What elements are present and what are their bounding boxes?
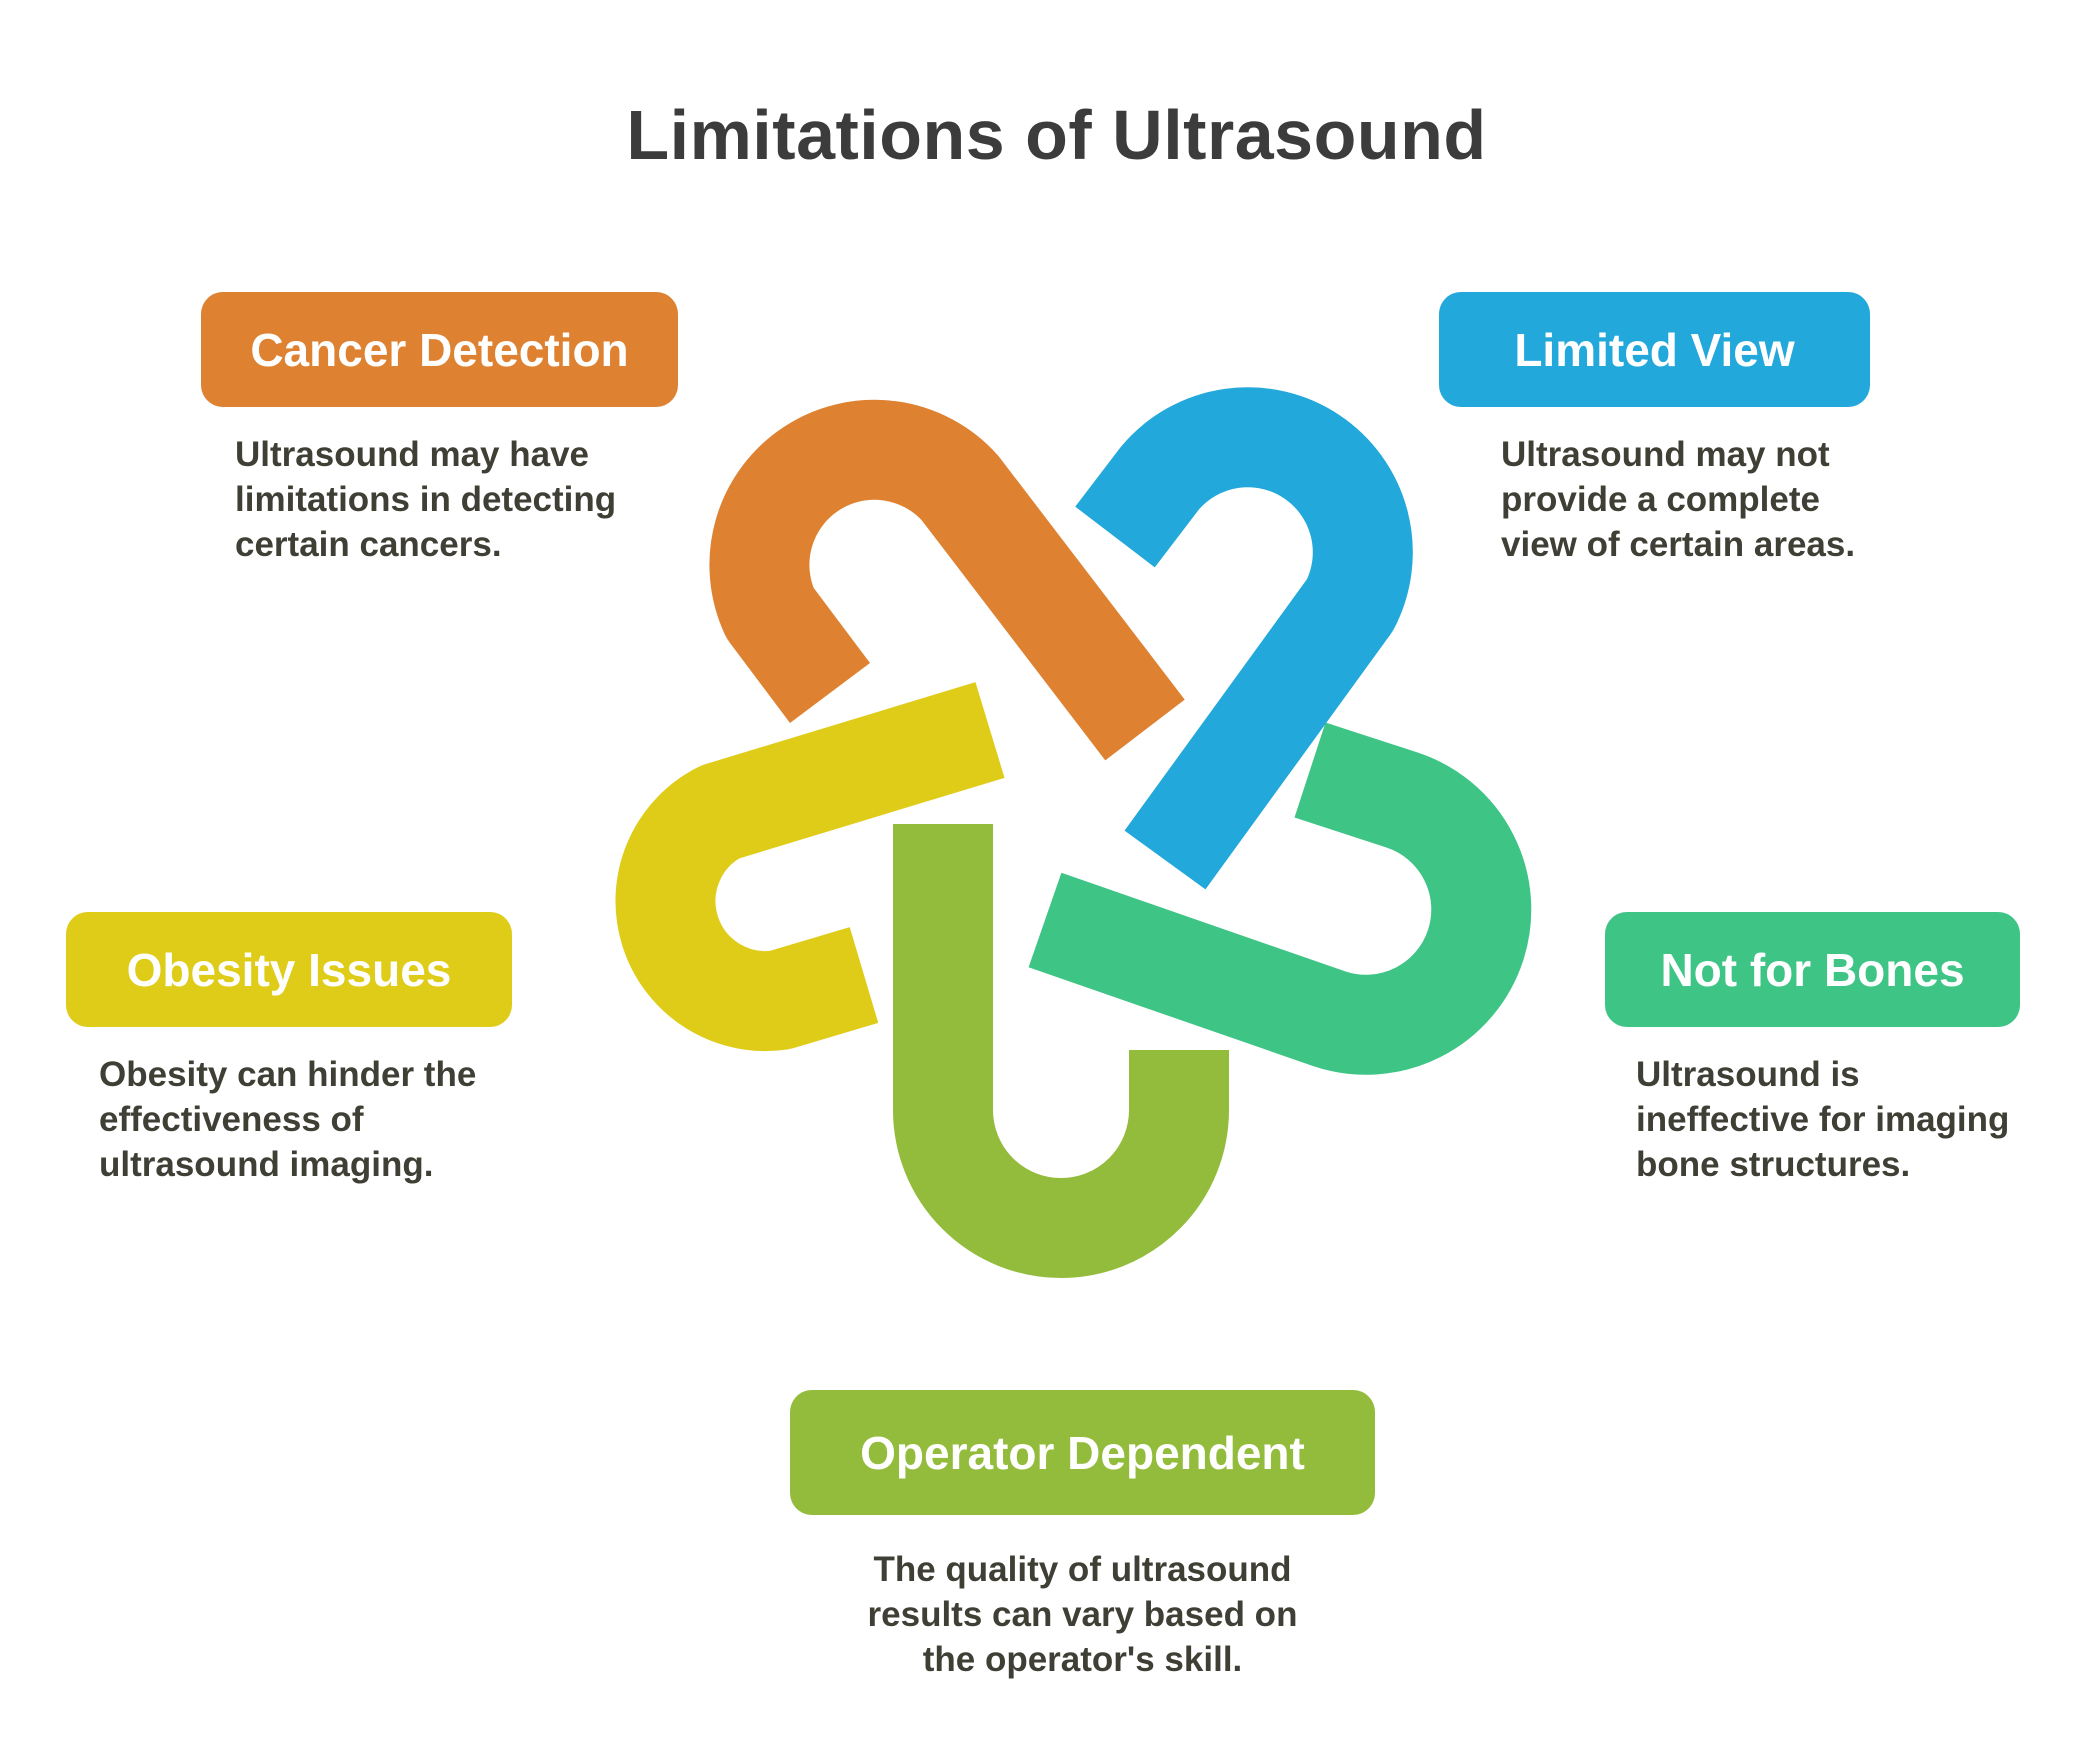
description-obesity-issues: Obesity can hinder the effectiveness of … (99, 1052, 476, 1187)
description-line: view of certain areas. (1501, 525, 1856, 564)
description-line: ineffective for imaging (1636, 1100, 2010, 1139)
description-line: Ultrasound is (1636, 1055, 1860, 1094)
description-line: certain cancers. (235, 525, 502, 564)
description-line: provide a complete (1501, 480, 1820, 519)
label-cancer-detection: Cancer Detection (201, 292, 678, 407)
label-not-for-bones: Not for Bones (1605, 912, 2020, 1027)
description-operator-dependent: The quality of ultrasound results can va… (790, 1547, 1375, 1682)
description-line: bone structures. (1636, 1145, 1911, 1184)
description-line: Obesity can hinder the (99, 1055, 477, 1094)
description-line: effectiveness of (99, 1100, 364, 1139)
description-line: Ultrasound may not (1501, 435, 1830, 474)
link-operator-dependent (893, 824, 1229, 1278)
link-obesity-issues (615, 682, 1005, 1052)
link-cancer-detection (709, 399, 1185, 761)
description-not-for-bones: Ultrasound is ineffective for imaging bo… (1636, 1052, 2009, 1187)
link-not-for-bones (1028, 722, 1532, 1075)
link-limited-view (1075, 387, 1413, 890)
description-line: Ultrasound may have (235, 435, 589, 474)
description-cancer-detection: Ultrasound may have limitations in detec… (235, 432, 616, 567)
page-title: Limitations of Ultrasound (626, 96, 1487, 174)
label-obesity-issues: Obesity Issues (66, 912, 512, 1027)
description-line: limitations in detecting (235, 480, 617, 519)
description-line: results can vary based on (867, 1595, 1298, 1634)
description-line: ultrasound imaging. (99, 1145, 434, 1184)
description-line: the operator's skill. (922, 1640, 1243, 1679)
description-line: The quality of ultrasound (873, 1550, 1292, 1589)
label-operator-dependent: Operator Dependent (790, 1390, 1375, 1515)
label-limited-view: Limited View (1439, 292, 1870, 407)
description-limited-view: Ultrasound may not provide a complete vi… (1501, 432, 1855, 567)
